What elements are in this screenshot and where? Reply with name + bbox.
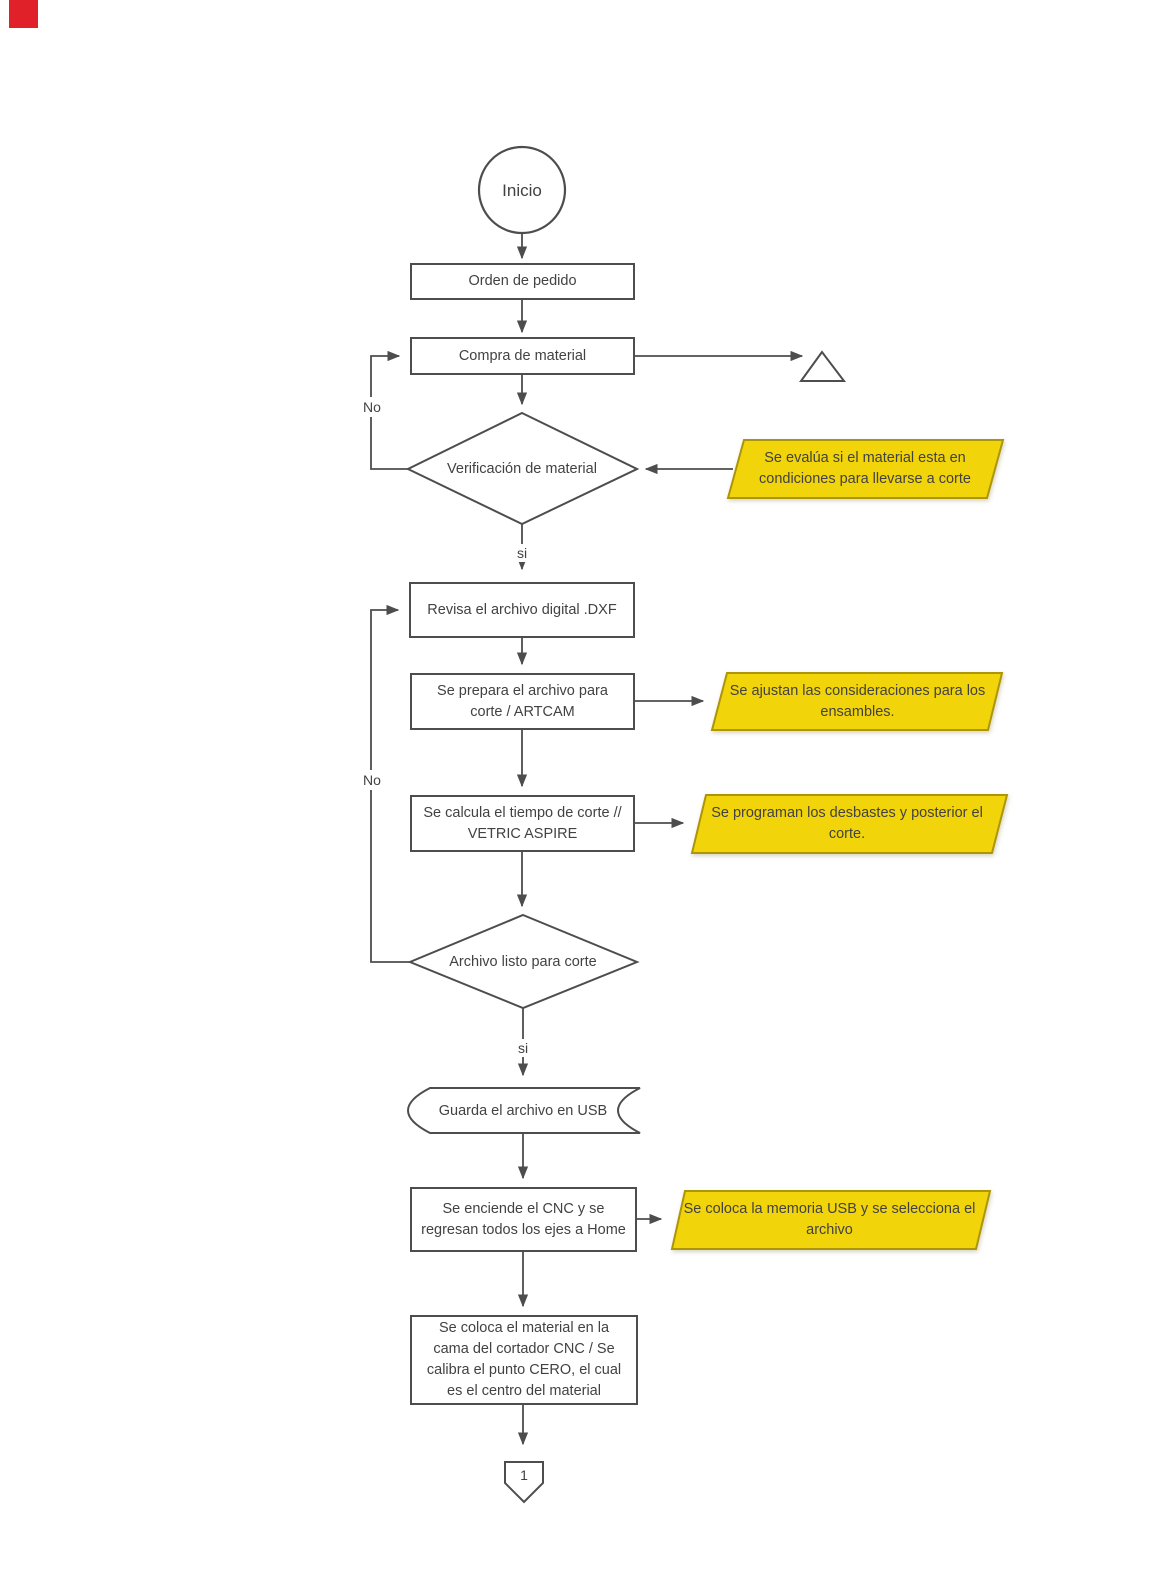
process-coloca-box: Se coloca el material en la cama del cor… <box>410 1315 638 1405</box>
decision-verificacion-label: Verificación de material <box>447 460 597 477</box>
branch-si-label-2: si <box>513 1039 533 1057</box>
process-coloca-line3: calibra el punto CERO, el cual <box>426 1362 622 1378</box>
process-enciende-box: Se enciende el CNC y se regresan todos l… <box>410 1187 637 1252</box>
process-calcula-box: Se calcula el tiempo de corte // VETRIC … <box>410 795 635 852</box>
decision-archivolisto-label: Archivo listo para corte <box>449 953 597 970</box>
branch-no-label-1: No <box>358 397 386 417</box>
offpage-triangle-icon <box>799 350 847 382</box>
callout-evalua-label: Se evalúa si el material esta en condici… <box>740 448 990 490</box>
process-compra-box: Compra de material <box>410 337 635 375</box>
callout-programan-line2: corte. <box>828 826 866 842</box>
callout-evalua-line2: condiciones para llevarse a corte <box>759 471 971 487</box>
decision-verificacion-diamond <box>405 411 640 526</box>
process-orden-label: Orden de pedido <box>468 273 577 289</box>
callout-ajustan-line1: Se ajustan las consideraciones para los <box>729 683 986 699</box>
terminator-inicio-label: Inicio <box>502 180 542 200</box>
stored-data-guarda-shape <box>407 1087 641 1134</box>
callout-ajustan-label: Se ajustan las consideraciones para los … <box>725 681 990 723</box>
callout-evalua-line1: Se evalúa si el material esta en <box>764 450 966 466</box>
callout-ajustan-line2: ensambles. <box>820 704 895 720</box>
decision-archivolisto-diamond <box>407 913 640 1010</box>
process-prepara-line2: corte / ARTCAM <box>470 703 575 720</box>
process-coloca-line1: Se coloca el material en la <box>438 1320 610 1336</box>
callout-evalua-parallelogram <box>726 439 1005 499</box>
process-calcula-line1: Se calcula el tiempo de corte // <box>423 804 622 821</box>
stored-data-guarda-label: Guarda el archivo en USB <box>438 1102 608 1119</box>
process-prepara-box: Se prepara el archivo para corte / ARTCA… <box>410 673 635 730</box>
process-revisa-box: Revisa el archivo digital .DXF <box>409 582 635 638</box>
process-revisa-label: Revisa el archivo digital .DXF <box>427 601 617 618</box>
terminator-inicio-circle <box>477 145 567 235</box>
process-prepara-line1: Se prepara el archivo para <box>437 682 608 699</box>
process-compra-label: Compra de material <box>458 347 587 364</box>
process-calcula-line2: VETRIC ASPIRE <box>467 825 578 842</box>
callout-programan-label: Se programan los desbastes y posterior e… <box>702 803 992 845</box>
callout-programan-parallelogram <box>690 794 1009 854</box>
callout-memoria-line2: archivo <box>806 1222 853 1238</box>
process-orden-box: Orden de pedido <box>410 263 635 300</box>
process-coloca-line4: es el centro del material <box>447 1383 601 1399</box>
process-enciende-line2: regresan todos los ejes a Home <box>421 1221 626 1238</box>
callout-memoria-line1: Se coloca la memoria USB y se selecciona… <box>683 1201 976 1217</box>
callout-programan-line1: Se programan los desbastes y posterior e… <box>711 805 983 821</box>
offpage-connector-number: 1 <box>520 1466 528 1483</box>
page-corner-marker <box>9 0 38 28</box>
offpage-connector-pentagon <box>504 1461 544 1504</box>
process-enciende-line1: Se enciende el CNC y se <box>442 1200 605 1217</box>
branch-no-label-2: No <box>358 770 386 790</box>
process-coloca-line2: cama del cortador CNC / Se <box>433 1341 615 1357</box>
callout-memoria-parallelogram <box>670 1190 992 1250</box>
callout-ajustan-parallelogram <box>710 672 1004 731</box>
branch-si-label-1: si <box>512 544 532 562</box>
callout-memoria-label: Se coloca la memoria USB y se selecciona… <box>682 1199 977 1241</box>
